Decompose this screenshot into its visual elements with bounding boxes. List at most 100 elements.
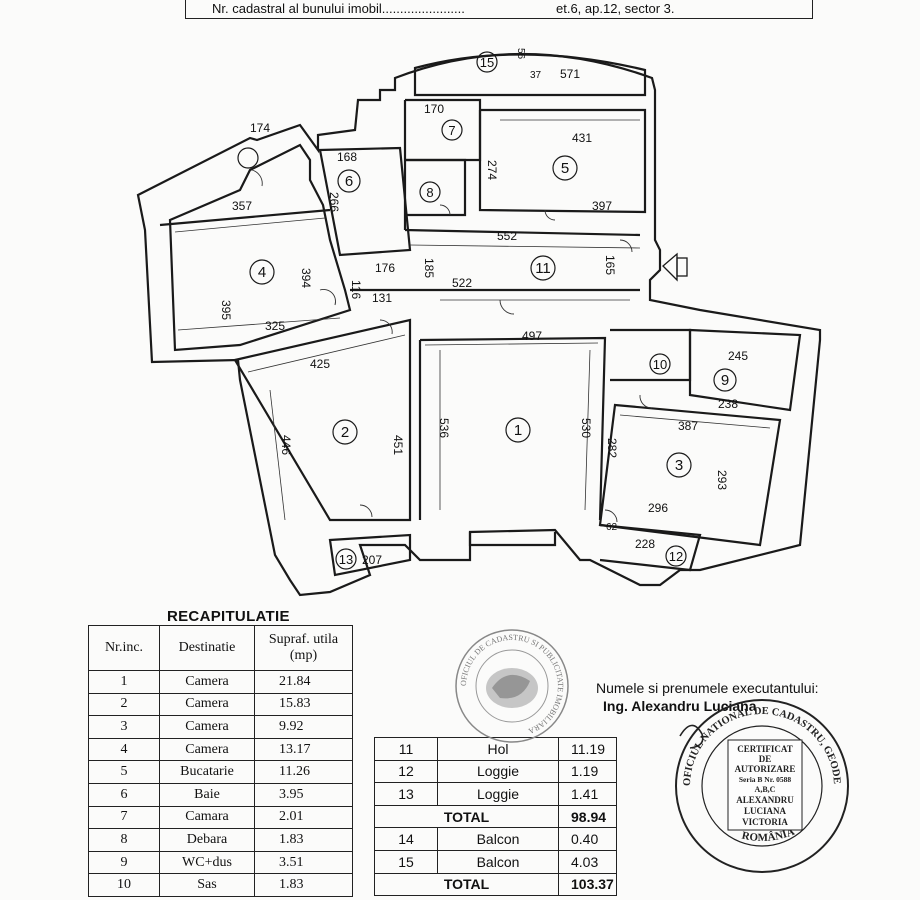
dimension-label: 266 [327, 192, 341, 212]
dimension-label: 37 [530, 70, 542, 81]
dimension-label: 296 [648, 501, 668, 515]
dimension-label: 131 [372, 291, 392, 305]
cell-dest: Baie [159, 782, 255, 807]
recap-title: RECAPITULATIE [167, 608, 290, 625]
entrance-arrow-icon [662, 252, 688, 282]
room-number: 3 [675, 457, 683, 474]
dimension-label: 228 [635, 537, 655, 551]
total-label: TOTAL [374, 872, 559, 897]
executant-name: Ing. Alexandru Luciana [603, 698, 757, 714]
dimension-label: 274 [485, 160, 499, 180]
column-header: Supraf. utila (mp) [254, 625, 353, 671]
floor-plan: 1 2 3 4 5 6 7 8 9 10 11 12 13 15 174 357… [136, 48, 822, 597]
dimension-label: 425 [310, 357, 330, 371]
cell-nr: 5 [88, 760, 160, 784]
total-value: 103.37 [558, 872, 617, 897]
cell-sup: 13.17 [254, 737, 353, 762]
location-label: et.6, ap.12, sector 3. [556, 1, 675, 16]
cell-nr: 7 [88, 805, 160, 830]
cell-dest: Debara [159, 828, 255, 852]
stamp-line: A,B,C [755, 785, 776, 794]
dimension-label: 357 [232, 199, 252, 213]
stamp-line: CERTIFICAT [737, 744, 793, 754]
cadastre-stamp-left: OFICIUL DE CADASTRU SI PUBLICITATE IMOBI… [455, 629, 569, 743]
header-box: Nr. cadastral al bunului imobil.........… [185, 0, 813, 19]
table-header-row: Nr.inc. Destinatie Supraf. utila (mp) [88, 625, 353, 671]
cell-dest: Camera [159, 737, 255, 762]
cell-sup: 3.95 [254, 782, 353, 807]
dimension-label: 397 [592, 199, 612, 213]
stamp-line: VICTORIA [742, 817, 788, 827]
cell-dest: Bucatarie [159, 760, 255, 784]
cadastral-number-label: Nr. cadastral al bunului imobil.........… [212, 1, 465, 16]
dimension-label: 176 [375, 261, 395, 275]
cell-dest: Camara [159, 805, 255, 830]
dimension-label: 530 [579, 418, 593, 438]
cell-nr: 12 [374, 759, 438, 784]
dimension-label: 282 [605, 438, 619, 458]
cell-dest: Loggie [437, 782, 559, 806]
executant-label: Numele si prenumele executantului: [596, 680, 819, 696]
stamp-line: ALEXANDRU [736, 795, 794, 805]
room-number: 10 [653, 357, 667, 372]
cell-dest: WC+dus [159, 850, 255, 875]
signature-mark [679, 724, 704, 749]
dimension-label: 56 [515, 48, 526, 60]
room-number: 8 [426, 185, 433, 200]
cell-nr: 11 [374, 737, 438, 761]
cell-nr: 10 [88, 873, 160, 897]
cell-sup: 1.41 [558, 782, 617, 806]
dimension-label: 394 [299, 268, 313, 288]
cell-nr: 15 [374, 849, 438, 874]
room-number: 12 [669, 549, 683, 564]
column-header: Destinatie [159, 625, 255, 671]
dimension-label: 431 [572, 131, 592, 145]
cell-sup: 15.83 [254, 692, 353, 717]
cell-dest: Balcon [437, 827, 559, 851]
cell-nr: 2 [88, 692, 160, 717]
cell-nr: 6 [88, 782, 160, 807]
cell-sup: 1.83 [254, 873, 353, 897]
dimension-label: 238 [718, 397, 738, 411]
room-number: 4 [258, 264, 266, 281]
dimension-label: 116 [349, 280, 363, 299]
room-number: 9 [721, 372, 729, 389]
certificate-stamp: OFICIUL NATIONAL DE CADASTRU, GEODEZIE S… [672, 696, 849, 873]
dimension-label: 451 [391, 435, 405, 455]
cell-dest: Sas [159, 873, 255, 897]
dimension-label: 174 [250, 121, 270, 135]
dimension-label: 522 [452, 276, 472, 290]
cell-nr: 9 [88, 850, 160, 875]
room-number: 11 [535, 260, 551, 277]
cell-sup: 4.03 [558, 849, 617, 874]
dimension-label: 168 [337, 150, 357, 164]
dimension-label: 293 [715, 470, 729, 490]
column-header: Nr.inc. [88, 625, 160, 671]
cell-dest: Camera [159, 715, 255, 739]
dimension-label: 62 [606, 522, 618, 533]
cell-sup: 3.51 [254, 850, 353, 875]
cell-sup: 1.19 [558, 759, 617, 784]
cell-dest: Balcon [437, 849, 559, 874]
dimension-label: 395 [219, 300, 233, 320]
cell-dest: Camera [159, 692, 255, 717]
stamp-line: LUCIANA [744, 806, 787, 816]
dimension-label: 245 [728, 349, 748, 363]
cell-sup: 1.83 [254, 828, 353, 852]
room-number: 5 [561, 160, 569, 177]
cell-nr: 14 [374, 827, 438, 851]
